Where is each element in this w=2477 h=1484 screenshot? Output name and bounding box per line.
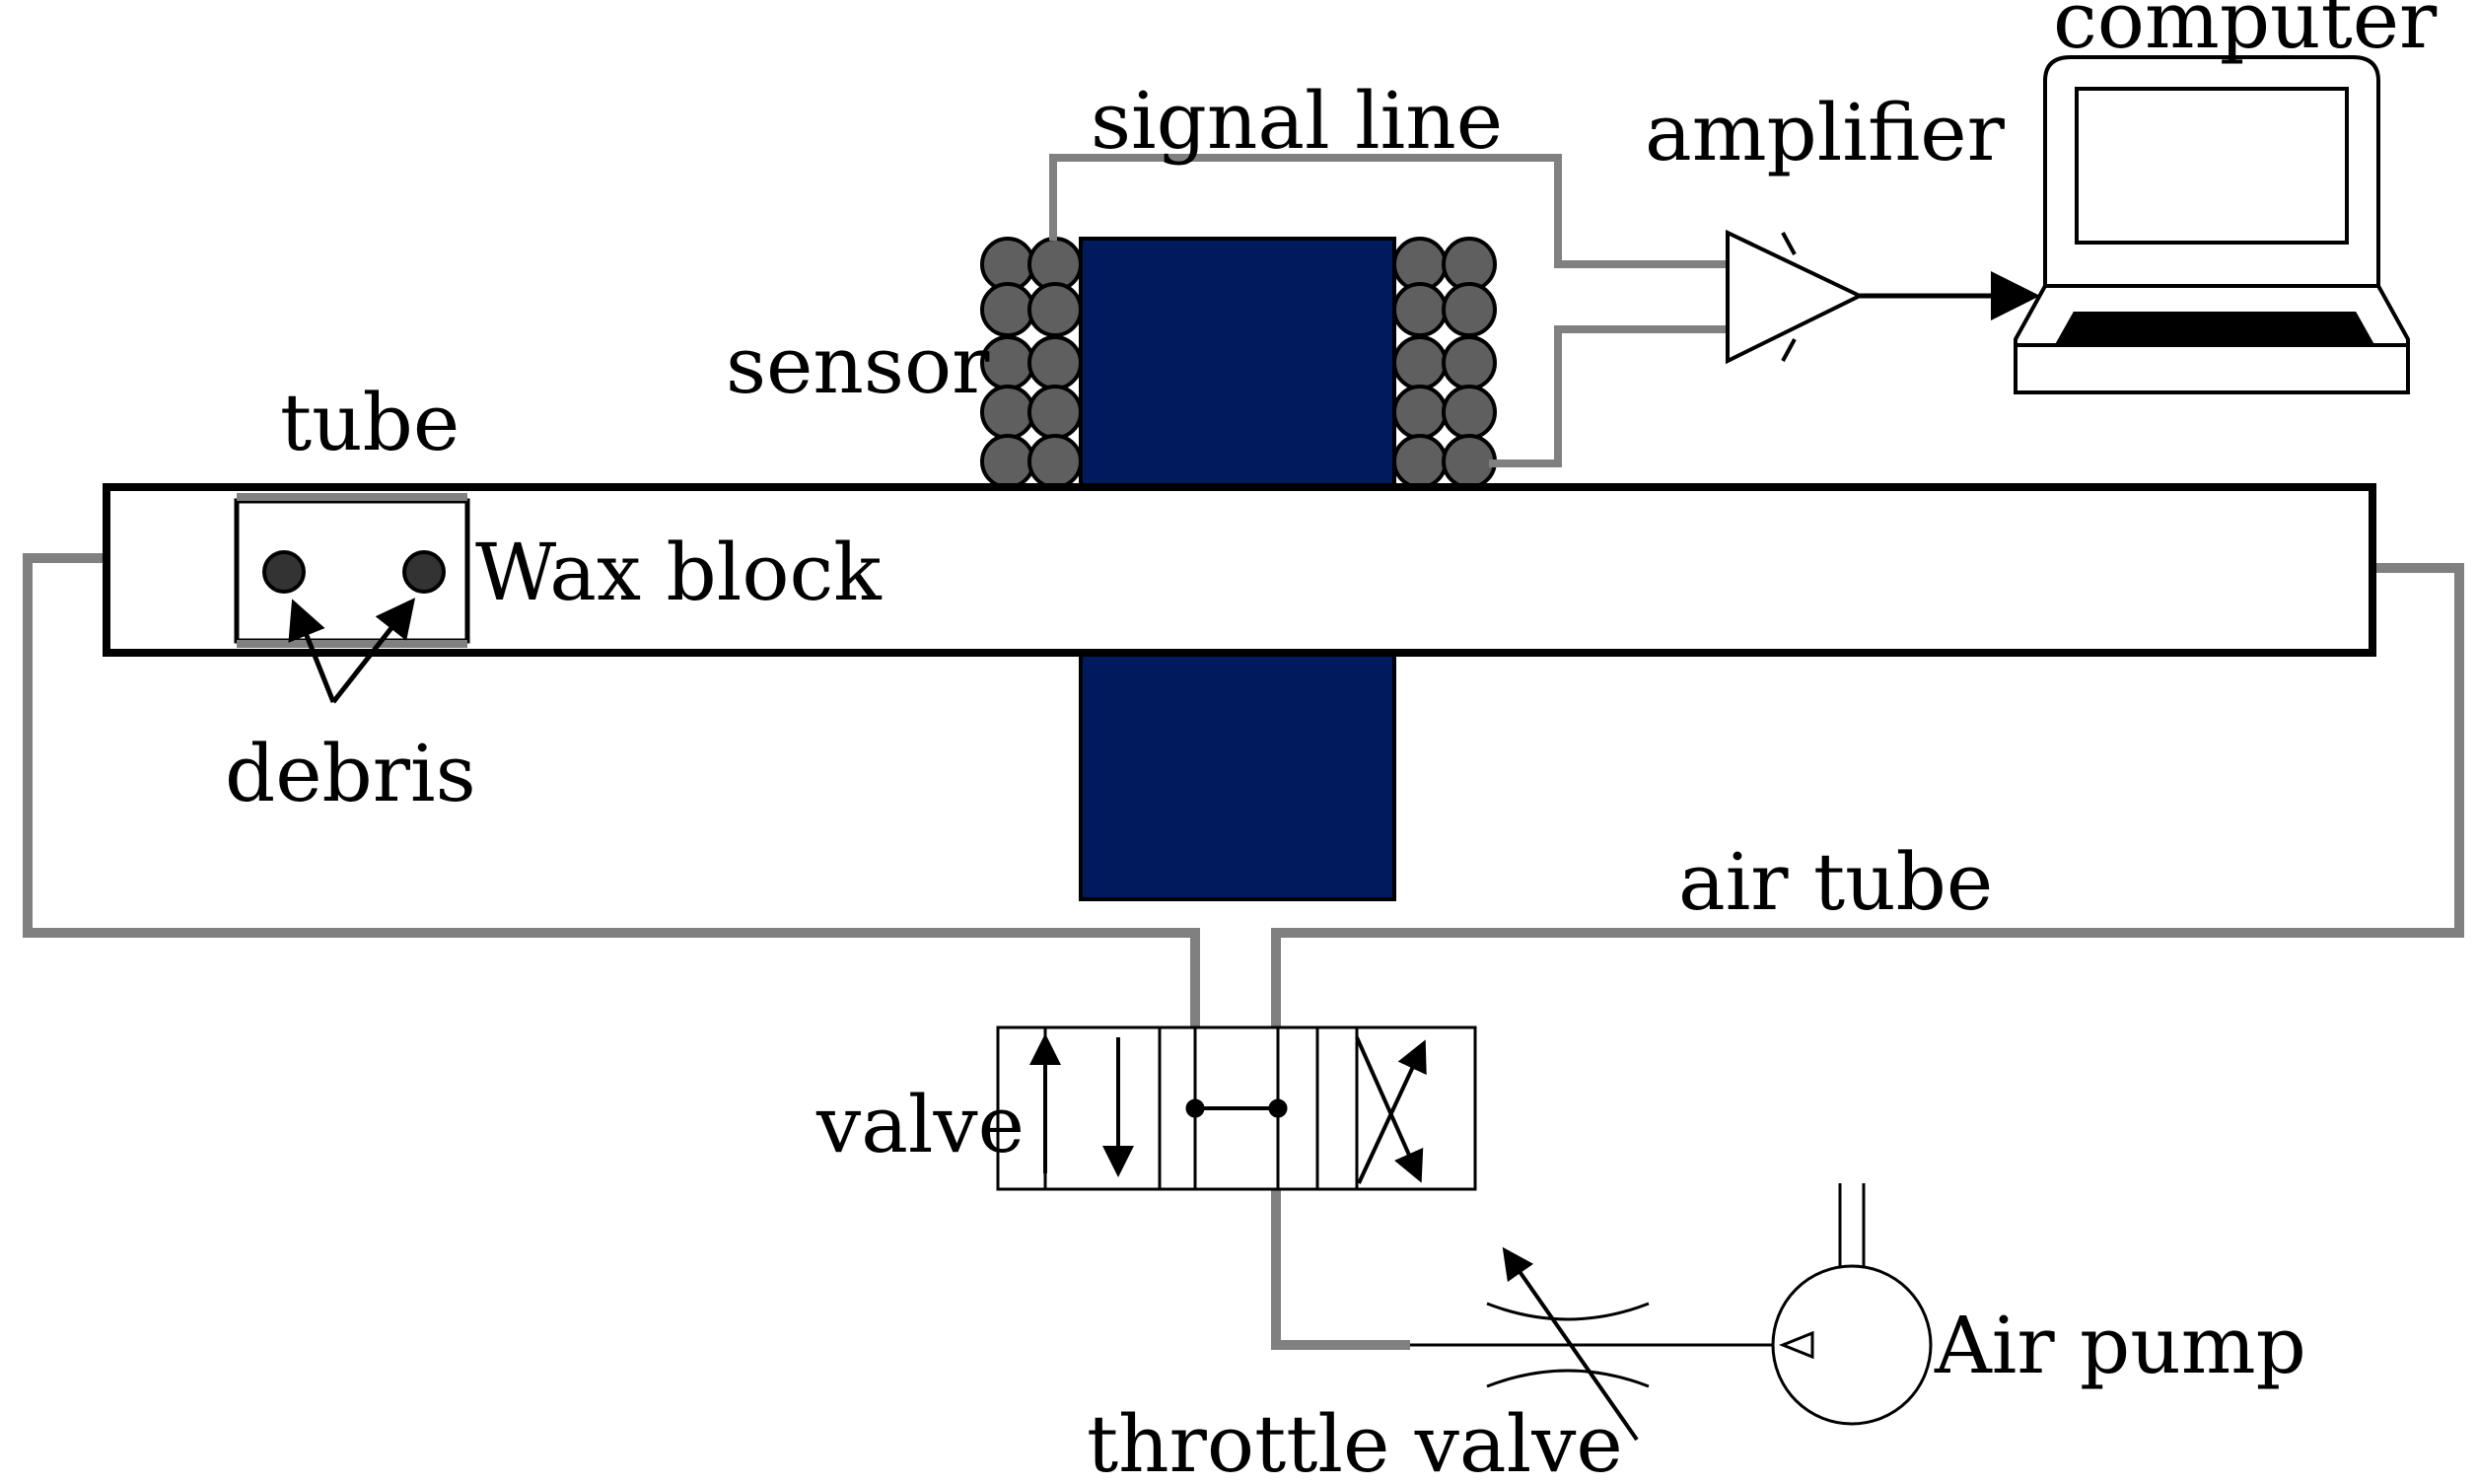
label-debris: debris [225,728,476,819]
label-air-tube: air tube [1678,836,1993,928]
label-valve: valve [815,1079,1025,1170]
label-tube: tube [280,377,460,468]
throttle-valve-symbol [1410,1246,1783,1442]
sensor-coil-left [980,237,1083,489]
main-tube [103,483,2376,657]
label-amplifier: amplifier [1645,87,2006,178]
sensor-core-upper [1079,237,1396,489]
sensor-coil-right [1392,237,1497,489]
directional-valve-symbol [996,1025,1477,1191]
laptop-icon [2014,55,2410,394]
label-air-pump: Air pump [1934,1300,2306,1391]
amplifier-symbol [1726,229,1865,365]
label-wax-block: Wax block [475,527,883,618]
signal-line-wires [1049,154,1728,467]
label-signal-line: signal line [1091,75,1503,167]
debris-pointer-arrows [288,598,416,704]
debris-particle-1 [262,550,306,594]
air-tube [23,553,2464,1350]
pump-symbol [1771,1183,1933,1426]
label-sensor: sensor [726,319,990,411]
label-throttle-valve: throttle valve [1087,1398,1623,1484]
label-computer: computer [2053,0,2438,66]
debris-particle-2 [402,550,446,594]
sensor-core-lower [1079,653,1396,901]
